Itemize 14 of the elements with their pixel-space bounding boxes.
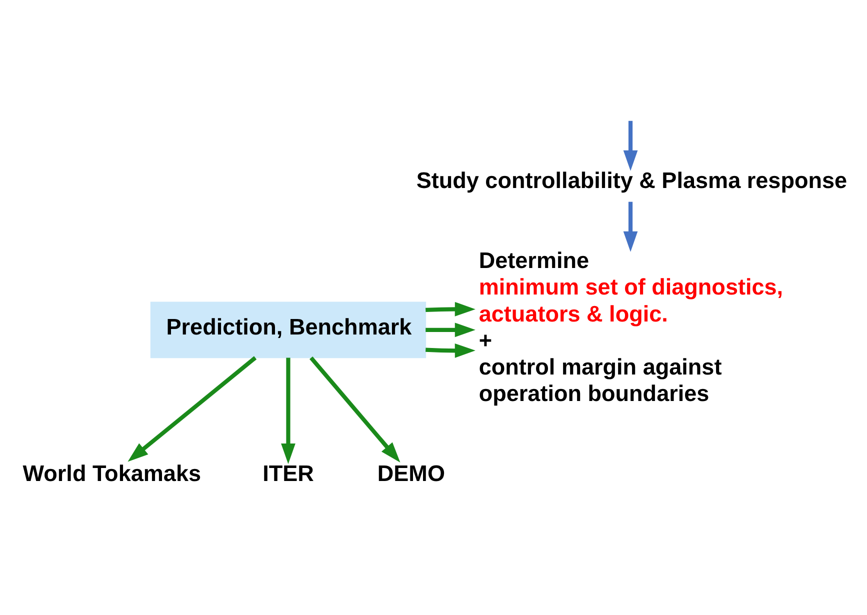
node-text: Study controllability & Plasma response: [416, 168, 848, 194]
arrow: [281, 358, 296, 464]
arrow: [623, 120, 638, 171]
arrow: [128, 356, 257, 462]
node-box: Prediction, Benchmark: [150, 302, 426, 358]
arrow: [623, 202, 638, 252]
node-text: ITER: [262, 461, 314, 486]
arrow: [310, 356, 400, 463]
arrow: [426, 322, 476, 338]
arrow: [426, 343, 476, 358]
arrow: [426, 302, 476, 316]
node-text: World Tokamaks: [22, 461, 202, 486]
node-text: DEMO: [377, 461, 445, 486]
node-text: Determine minimum set of diagnostics, actuators & logic. + control margin against operation boundaries: [478, 248, 784, 406]
